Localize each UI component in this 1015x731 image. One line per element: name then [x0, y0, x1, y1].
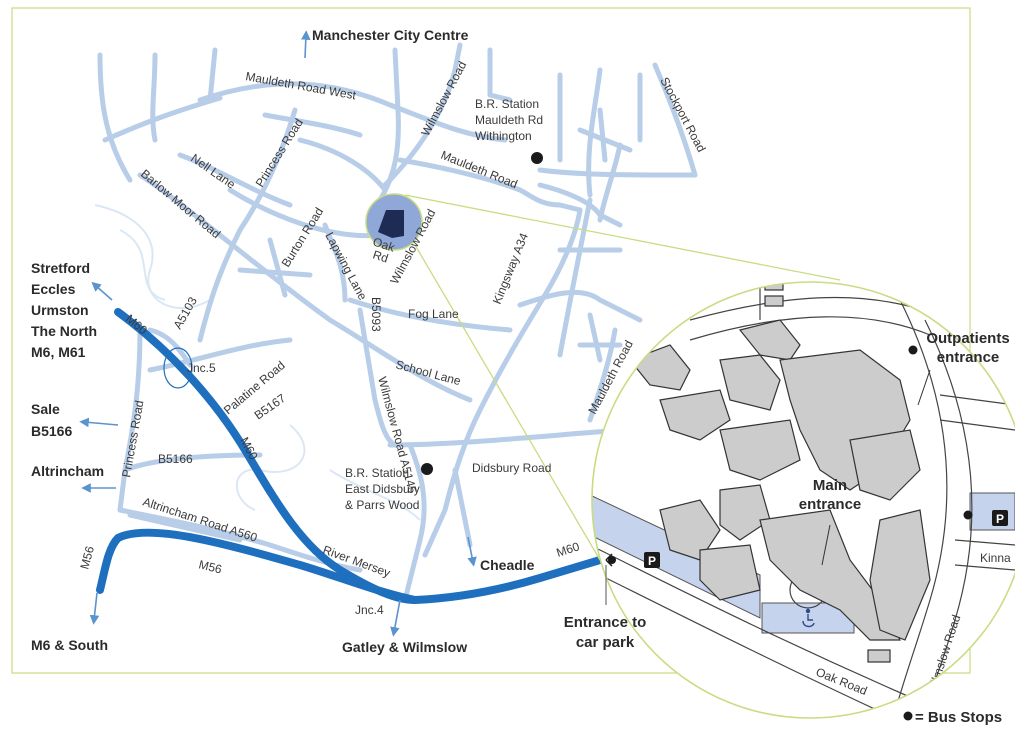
car-park-entrance: P	[605, 552, 660, 605]
bus-stop-marker	[908, 345, 918, 355]
svg-text:Outpatients: Outpatients	[926, 330, 1009, 347]
road-m60-c: M60	[555, 539, 582, 560]
svg-text:entrance: entrance	[937, 349, 1000, 366]
svg-text:P: P	[648, 554, 656, 568]
road-didsbury: Didsbury Road	[472, 461, 551, 475]
inset-label-kinna: Kinna	[980, 551, 1011, 565]
dest-manchester: Manchester City Centre	[312, 27, 469, 43]
svg-text:Mauldeth Rd: Mauldeth Rd	[475, 113, 543, 127]
road-b5166: B5166	[158, 452, 193, 466]
svg-text:car park: car park	[576, 634, 635, 651]
main-entrance-label: Main entrance	[799, 477, 862, 513]
inset-callout-lines	[404, 194, 841, 561]
junction-4-label: Jnc.4	[355, 603, 384, 617]
bus-stop-marker	[531, 152, 543, 164]
svg-text:& Parrs Wood: & Parrs Wood	[345, 498, 419, 512]
road-m56-b: M56	[197, 557, 223, 576]
svg-text:P: P	[996, 512, 1004, 526]
inset-detail-view: wheelchair-icon P Kinna Oak Road Wilmslo…	[591, 281, 1015, 719]
dest-south: M6 & South	[31, 637, 108, 653]
svg-text:Main: Main	[813, 477, 847, 494]
road-fog: Fog Lane	[408, 307, 459, 321]
junction-5-label: Jnc.5	[187, 361, 216, 375]
bus-stop-legend: = Bus Stops	[903, 709, 1002, 726]
dest-altrincham: Altrincham	[31, 463, 104, 479]
svg-text:= Bus Stops: = Bus Stops	[915, 709, 1002, 726]
dest-sale-2: B5166	[31, 423, 72, 439]
bus-stop-marker	[421, 463, 433, 475]
svg-text:Entrance to: Entrance to	[564, 614, 647, 631]
outpatients-entrance-label: Outpatients entrance	[926, 330, 1009, 366]
station-east-didsbury-label: B.R. Station East Didsbury & Parrs Wood	[345, 466, 420, 512]
dest-sale-1: Sale	[31, 401, 60, 417]
destination-labels: Manchester City Centre Stretford Eccles …	[31, 27, 535, 655]
dest-north-5: M6, M61	[31, 344, 86, 360]
svg-text:East Didsbury: East Didsbury	[345, 482, 420, 496]
disabled-parking-icon: wheelchair-icon	[802, 608, 815, 628]
direction-arrows	[79, 30, 477, 637]
dest-cheadle: Cheadle	[480, 557, 535, 573]
road-b5093: B5093	[369, 297, 383, 332]
car-park-entrance-label: Entrance to car park	[564, 614, 647, 651]
dest-north-1: Stretford	[31, 260, 90, 276]
dest-north-3: Urmston	[31, 302, 89, 318]
svg-text:B.R. Station: B.R. Station	[475, 97, 539, 111]
road-oak-2: Rd	[371, 248, 390, 266]
dest-north-2: Eccles	[31, 281, 76, 297]
parking-sign: P	[992, 510, 1008, 526]
road-oak-1: Oak	[371, 235, 397, 255]
road-network	[97, 42, 698, 603]
svg-text:Withington: Withington	[475, 129, 532, 143]
road-m56-a: M56	[77, 544, 97, 570]
dest-gatley: Gatley & Wilmslow	[342, 639, 467, 655]
station-mauldeth-label: B.R. Station Mauldeth Rd Withington	[475, 97, 543, 143]
hospital-focus-circle	[365, 193, 423, 251]
bus-stop-marker	[963, 510, 973, 520]
svg-text:entrance: entrance	[799, 496, 862, 513]
junction-markers	[163, 347, 193, 389]
motorways	[96, 308, 604, 604]
svg-text:B.R. Station: B.R. Station	[345, 466, 409, 480]
dest-north-4: The North	[31, 323, 97, 339]
